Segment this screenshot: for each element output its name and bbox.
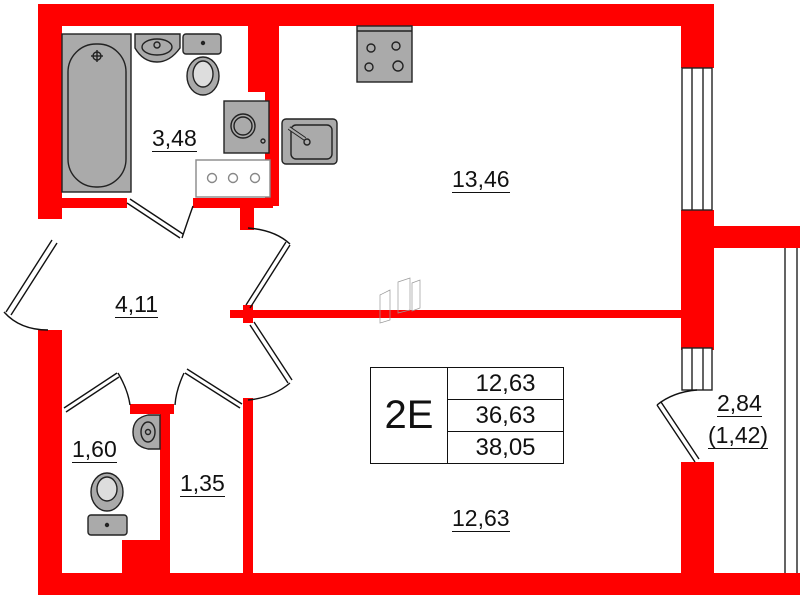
apartment-type-code: 2E <box>371 368 448 463</box>
bedroom-window <box>681 347 713 391</box>
room-area-toilet: 1,60 <box>72 436 117 463</box>
room-area-bathroom: 3,48 <box>152 125 197 152</box>
counter-icon <box>195 159 271 198</box>
bathroom-sink-icon <box>134 33 181 63</box>
windows <box>681 67 798 573</box>
room-area-hallway: 4,11 <box>115 291 159 318</box>
total-area-with-balcony-value: 38,05 <box>475 433 536 461</box>
fixtures <box>61 25 413 536</box>
room-area-balcony: 2,84 <box>717 390 762 417</box>
room-area-balcony-reduced: (1,42) <box>708 422 769 449</box>
kitchen-window <box>681 67 713 211</box>
stove-icon <box>356 25 413 83</box>
bathroom-toilet-icon <box>182 33 222 96</box>
watermark-logo <box>379 277 421 324</box>
apartment-info-box: 2E 12,63 36,63 38,05 <box>370 367 564 464</box>
room-area-closet: 1,35 <box>180 470 225 497</box>
toilet-sink-icon <box>132 414 161 450</box>
living-area-value: 12,63 <box>448 368 563 400</box>
doors <box>3 198 700 463</box>
wc-toilet-icon <box>87 472 128 536</box>
room-area-kitchen: 13,46 <box>452 166 510 193</box>
kitchen-sink-icon <box>281 118 338 165</box>
bathtub-icon <box>61 33 132 193</box>
washing-machine-icon <box>223 100 270 154</box>
total-area-value: 36,63 <box>448 400 563 432</box>
room-area-bedroom: 12,63 <box>452 505 510 532</box>
balcony-railing <box>784 248 798 573</box>
